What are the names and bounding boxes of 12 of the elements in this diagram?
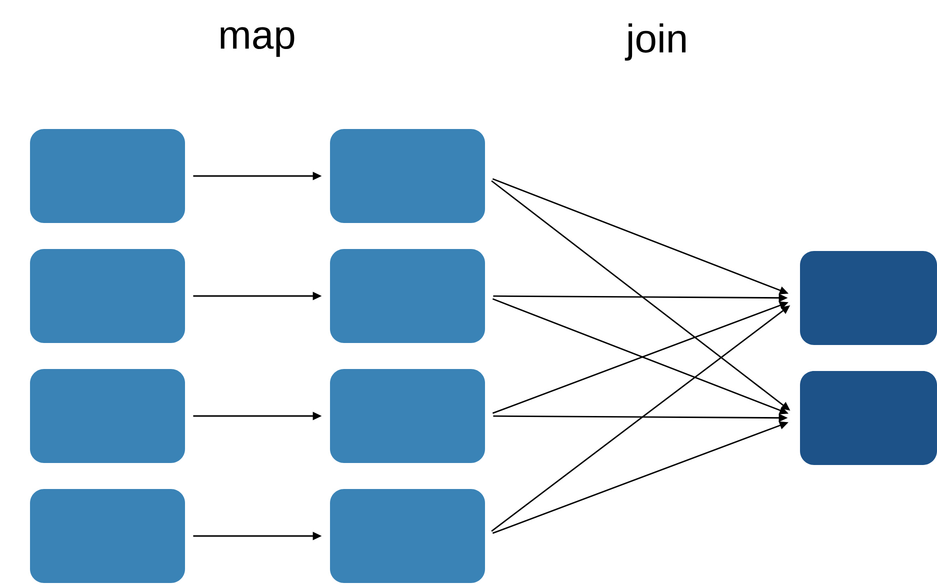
process-box: [330, 489, 485, 583]
process-box: [30, 129, 185, 223]
column-heading: map: [220, 27, 294, 57]
process-box: [30, 249, 185, 343]
process-box: [30, 369, 185, 463]
process-box: [330, 249, 485, 343]
process-box: [330, 369, 485, 463]
process-box: [330, 129, 485, 223]
column-heading: join: [624, 23, 686, 61]
process-box: [800, 251, 937, 345]
process-box: [800, 371, 937, 465]
process-box: [30, 489, 185, 583]
